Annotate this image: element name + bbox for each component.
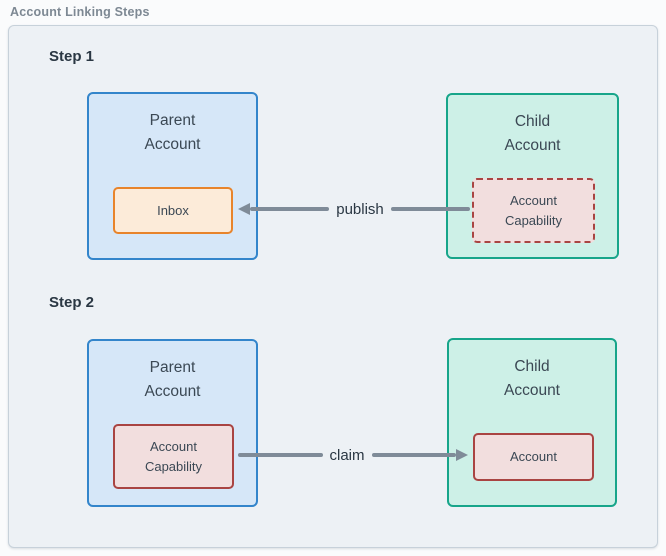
arrowhead-right-icon xyxy=(456,449,469,461)
step-2-child-account-node: Child Account Account xyxy=(447,338,617,507)
claim-arrow-label: claim xyxy=(329,446,365,464)
step-1-parent-account-node: Parent Account Inbox xyxy=(87,92,258,260)
diagram-canvas: Step 1 Parent Account Inbox Child Accoun… xyxy=(8,25,658,548)
step-1-parent-account-title: Parent Account xyxy=(144,112,201,153)
step-1-account-capability-node: Account Capability xyxy=(472,178,595,243)
step-2-parent-account-title: Parent Account xyxy=(144,359,201,400)
step-2-child-account-title: Child Account xyxy=(503,358,560,399)
step-1-account-capability-label: Account Capability xyxy=(504,192,563,228)
step-1-inbox-label: Inbox xyxy=(157,202,189,218)
arrow-line xyxy=(238,453,323,457)
step-2-account-capability-node: Account Capability xyxy=(113,424,234,489)
arrow-line xyxy=(250,207,330,211)
step-1-inbox-node: Inbox xyxy=(113,187,233,234)
step-2-parent-account-node: Parent Account Account Capability xyxy=(87,339,258,507)
step-1-label: Step 1 xyxy=(49,48,95,65)
arrowhead-left-icon xyxy=(238,203,250,215)
step-2-account-label: Account xyxy=(510,449,557,464)
step-1-child-account-title: Child Account xyxy=(504,113,561,154)
step-2-label: Step 2 xyxy=(49,294,95,311)
claim-arrow: claim xyxy=(238,446,469,464)
step-1-child-account-node: Child Account Account Capability xyxy=(446,93,619,259)
step-2-account-node: Account xyxy=(473,433,594,481)
publish-arrow-label: publish xyxy=(336,200,384,218)
step-2-account-capability-label: Account Capability xyxy=(144,438,203,474)
diagram-title: Account Linking Steps xyxy=(10,5,150,19)
publish-arrow: publish xyxy=(238,200,471,218)
arrow-line xyxy=(371,453,457,457)
arrow-line xyxy=(390,207,471,211)
